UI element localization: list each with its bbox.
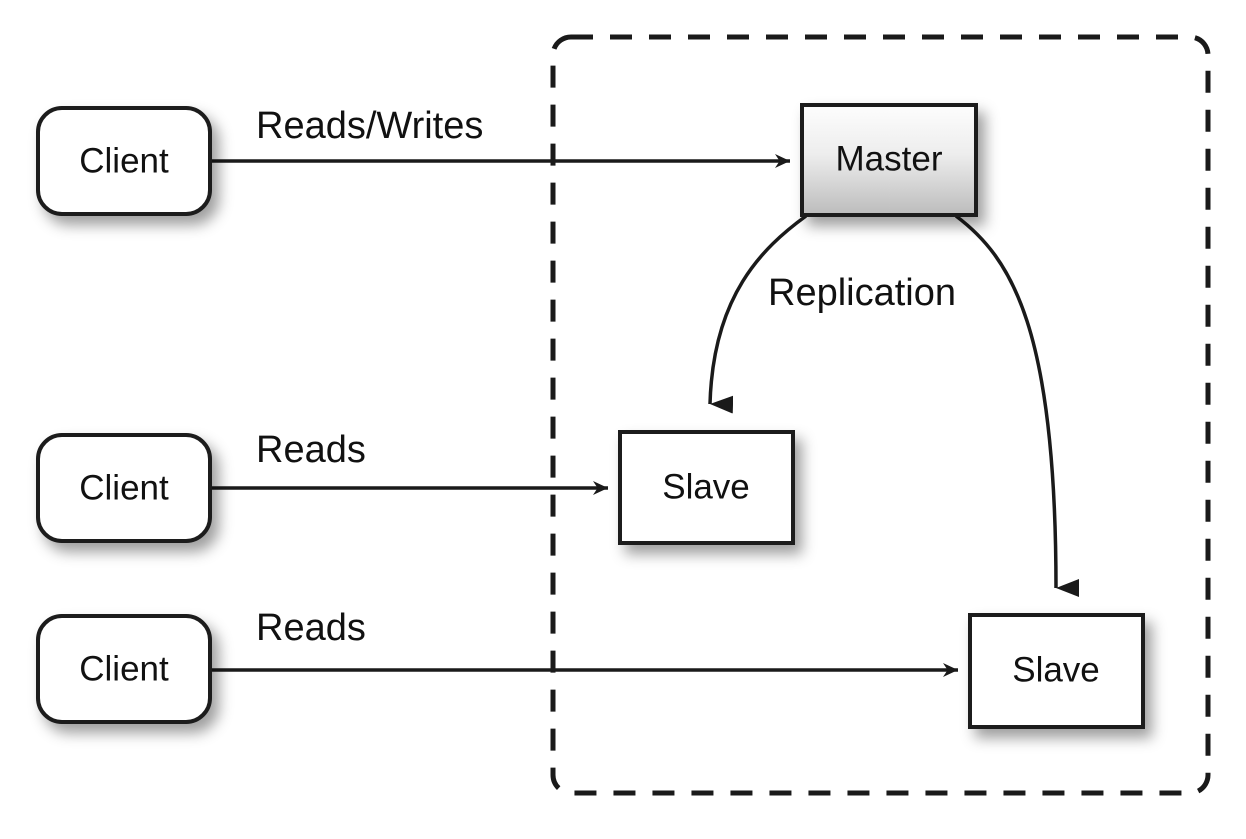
client-1-box[interactable] (36, 106, 212, 216)
edge-label-reads-1: Reads (256, 429, 366, 471)
client-2-box[interactable] (36, 433, 212, 543)
node-client-3[interactable]: Client (36, 614, 212, 724)
edge-label-reads-writes: Reads/Writes (256, 105, 483, 147)
node-slave-2[interactable]: Slave (968, 613, 1145, 729)
node-master[interactable]: Master (800, 103, 978, 217)
edge-label-reads-2: Reads (256, 607, 366, 649)
edge-master-slave2 (954, 214, 1080, 597)
slave-2-label: Slave (1012, 650, 1100, 689)
client-3-label: Client (79, 649, 169, 688)
master-label: Master (836, 139, 943, 178)
slave-1-label: Slave (662, 467, 750, 506)
edge-master-slave2-curve (954, 214, 1080, 597)
edge-master-slave1 (708, 214, 808, 414)
node-slave-1[interactable]: Slave (618, 430, 795, 545)
client-1-label: Client (79, 141, 169, 180)
edge-label-replication: Replication (768, 272, 956, 314)
client-3-box[interactable] (36, 614, 212, 724)
slave-2-box[interactable] (968, 613, 1145, 729)
node-client-1[interactable]: Client (36, 106, 212, 216)
slave-1-box[interactable] (618, 430, 795, 545)
master-box[interactable] (800, 103, 978, 217)
node-client-2[interactable]: Client (36, 433, 212, 543)
edge-master-slave1-curve (708, 214, 808, 414)
client-2-label: Client (79, 468, 169, 507)
